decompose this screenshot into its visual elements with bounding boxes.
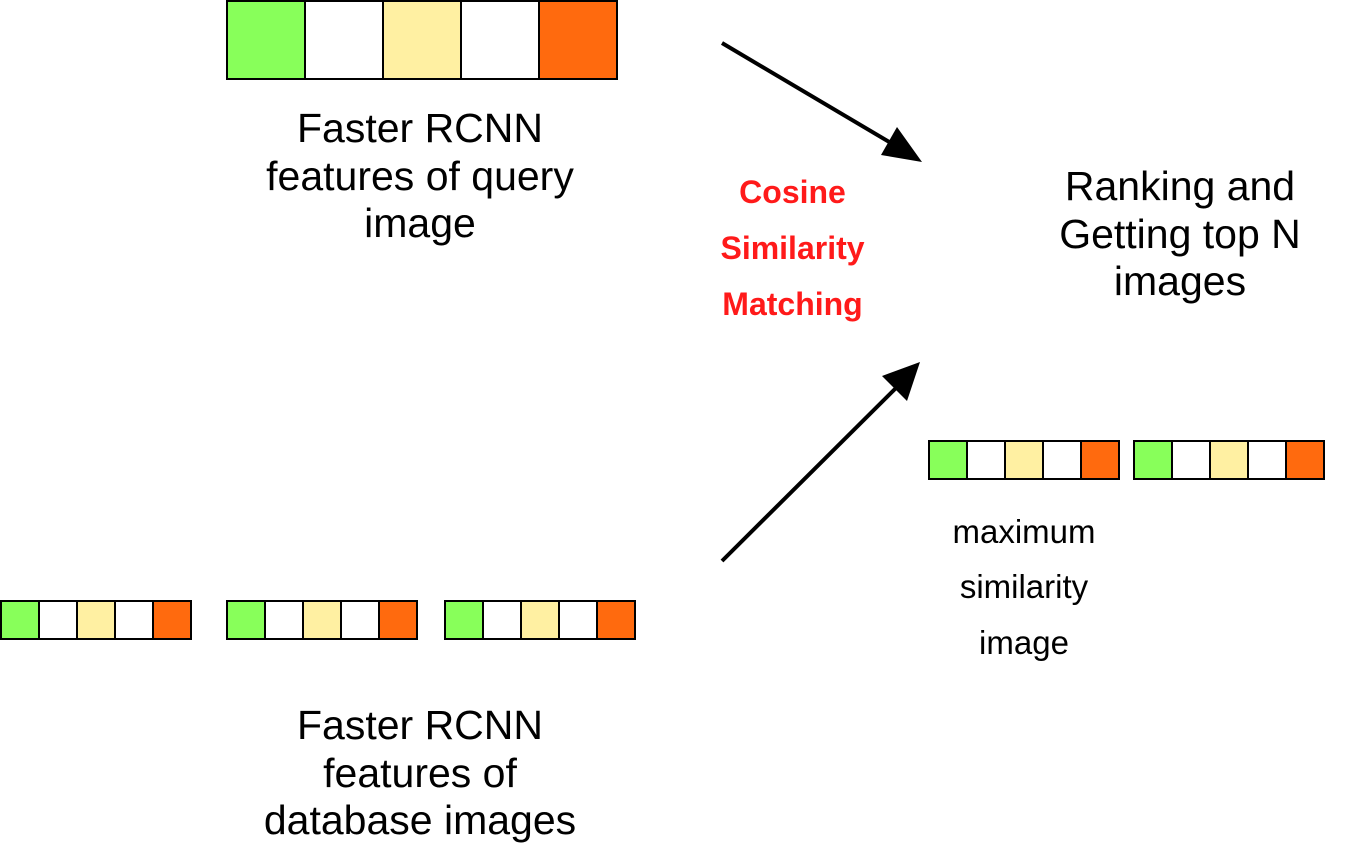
feature-cell xyxy=(152,600,192,640)
feature-cell xyxy=(0,600,40,640)
database-features-label: Faster RCNN features of database images xyxy=(220,702,620,845)
feature-cell xyxy=(1285,440,1325,480)
feature-cell xyxy=(382,0,462,80)
ranking-label-line: Ranking and xyxy=(1064,163,1296,209)
feature-cell xyxy=(38,600,78,640)
feature-cell xyxy=(1080,440,1120,480)
database-label-line: Faster RCNN xyxy=(296,702,544,748)
feature-cell xyxy=(596,600,636,640)
ranking-label: Ranking and Getting top N images xyxy=(1020,163,1340,306)
feature-cell xyxy=(226,0,306,80)
query-label-line: image xyxy=(364,200,476,247)
feature-cell xyxy=(378,600,418,640)
method-label-line: Similarity xyxy=(720,230,865,266)
max-label-line: maximum xyxy=(952,513,1096,550)
query-feature-vector xyxy=(226,0,618,80)
feature-cell xyxy=(538,0,618,80)
feature-cell xyxy=(520,600,560,640)
database-label-line: features of xyxy=(323,749,517,796)
database-feature-vector xyxy=(226,600,418,640)
query-features-label: Faster RCNN features of query image xyxy=(220,105,620,248)
database-feature-vector xyxy=(0,600,192,640)
max-label-line: similarity xyxy=(959,568,1089,606)
database-feature-vector xyxy=(444,600,636,640)
result-feature-vector xyxy=(1133,440,1325,480)
result-feature-vector xyxy=(928,440,1120,480)
cosine-similarity-label: Cosine Similarity Matching xyxy=(680,164,905,332)
query-to-ranking-arrow xyxy=(720,41,922,162)
feature-cell xyxy=(444,600,484,640)
max-label-line: image xyxy=(979,623,1069,661)
query-label-line: features of query xyxy=(266,152,574,199)
feature-cell xyxy=(114,600,154,640)
query-label-line: Faster RCNN xyxy=(296,105,544,151)
method-label-line: Matching xyxy=(722,286,863,322)
feature-cell xyxy=(966,440,1006,480)
feature-cell xyxy=(928,440,968,480)
database-label-line: database images xyxy=(263,797,577,844)
ranking-label-line: images xyxy=(1113,258,1247,305)
method-label-line: Cosine xyxy=(739,174,846,210)
feature-cell xyxy=(304,0,384,80)
ranking-label-line: Getting top N xyxy=(1059,210,1301,257)
feature-cell xyxy=(1171,440,1211,480)
feature-cell xyxy=(226,600,266,640)
maximum-similarity-label: maximum similarity image xyxy=(904,504,1144,670)
database-to-ranking-arrow xyxy=(720,362,920,563)
